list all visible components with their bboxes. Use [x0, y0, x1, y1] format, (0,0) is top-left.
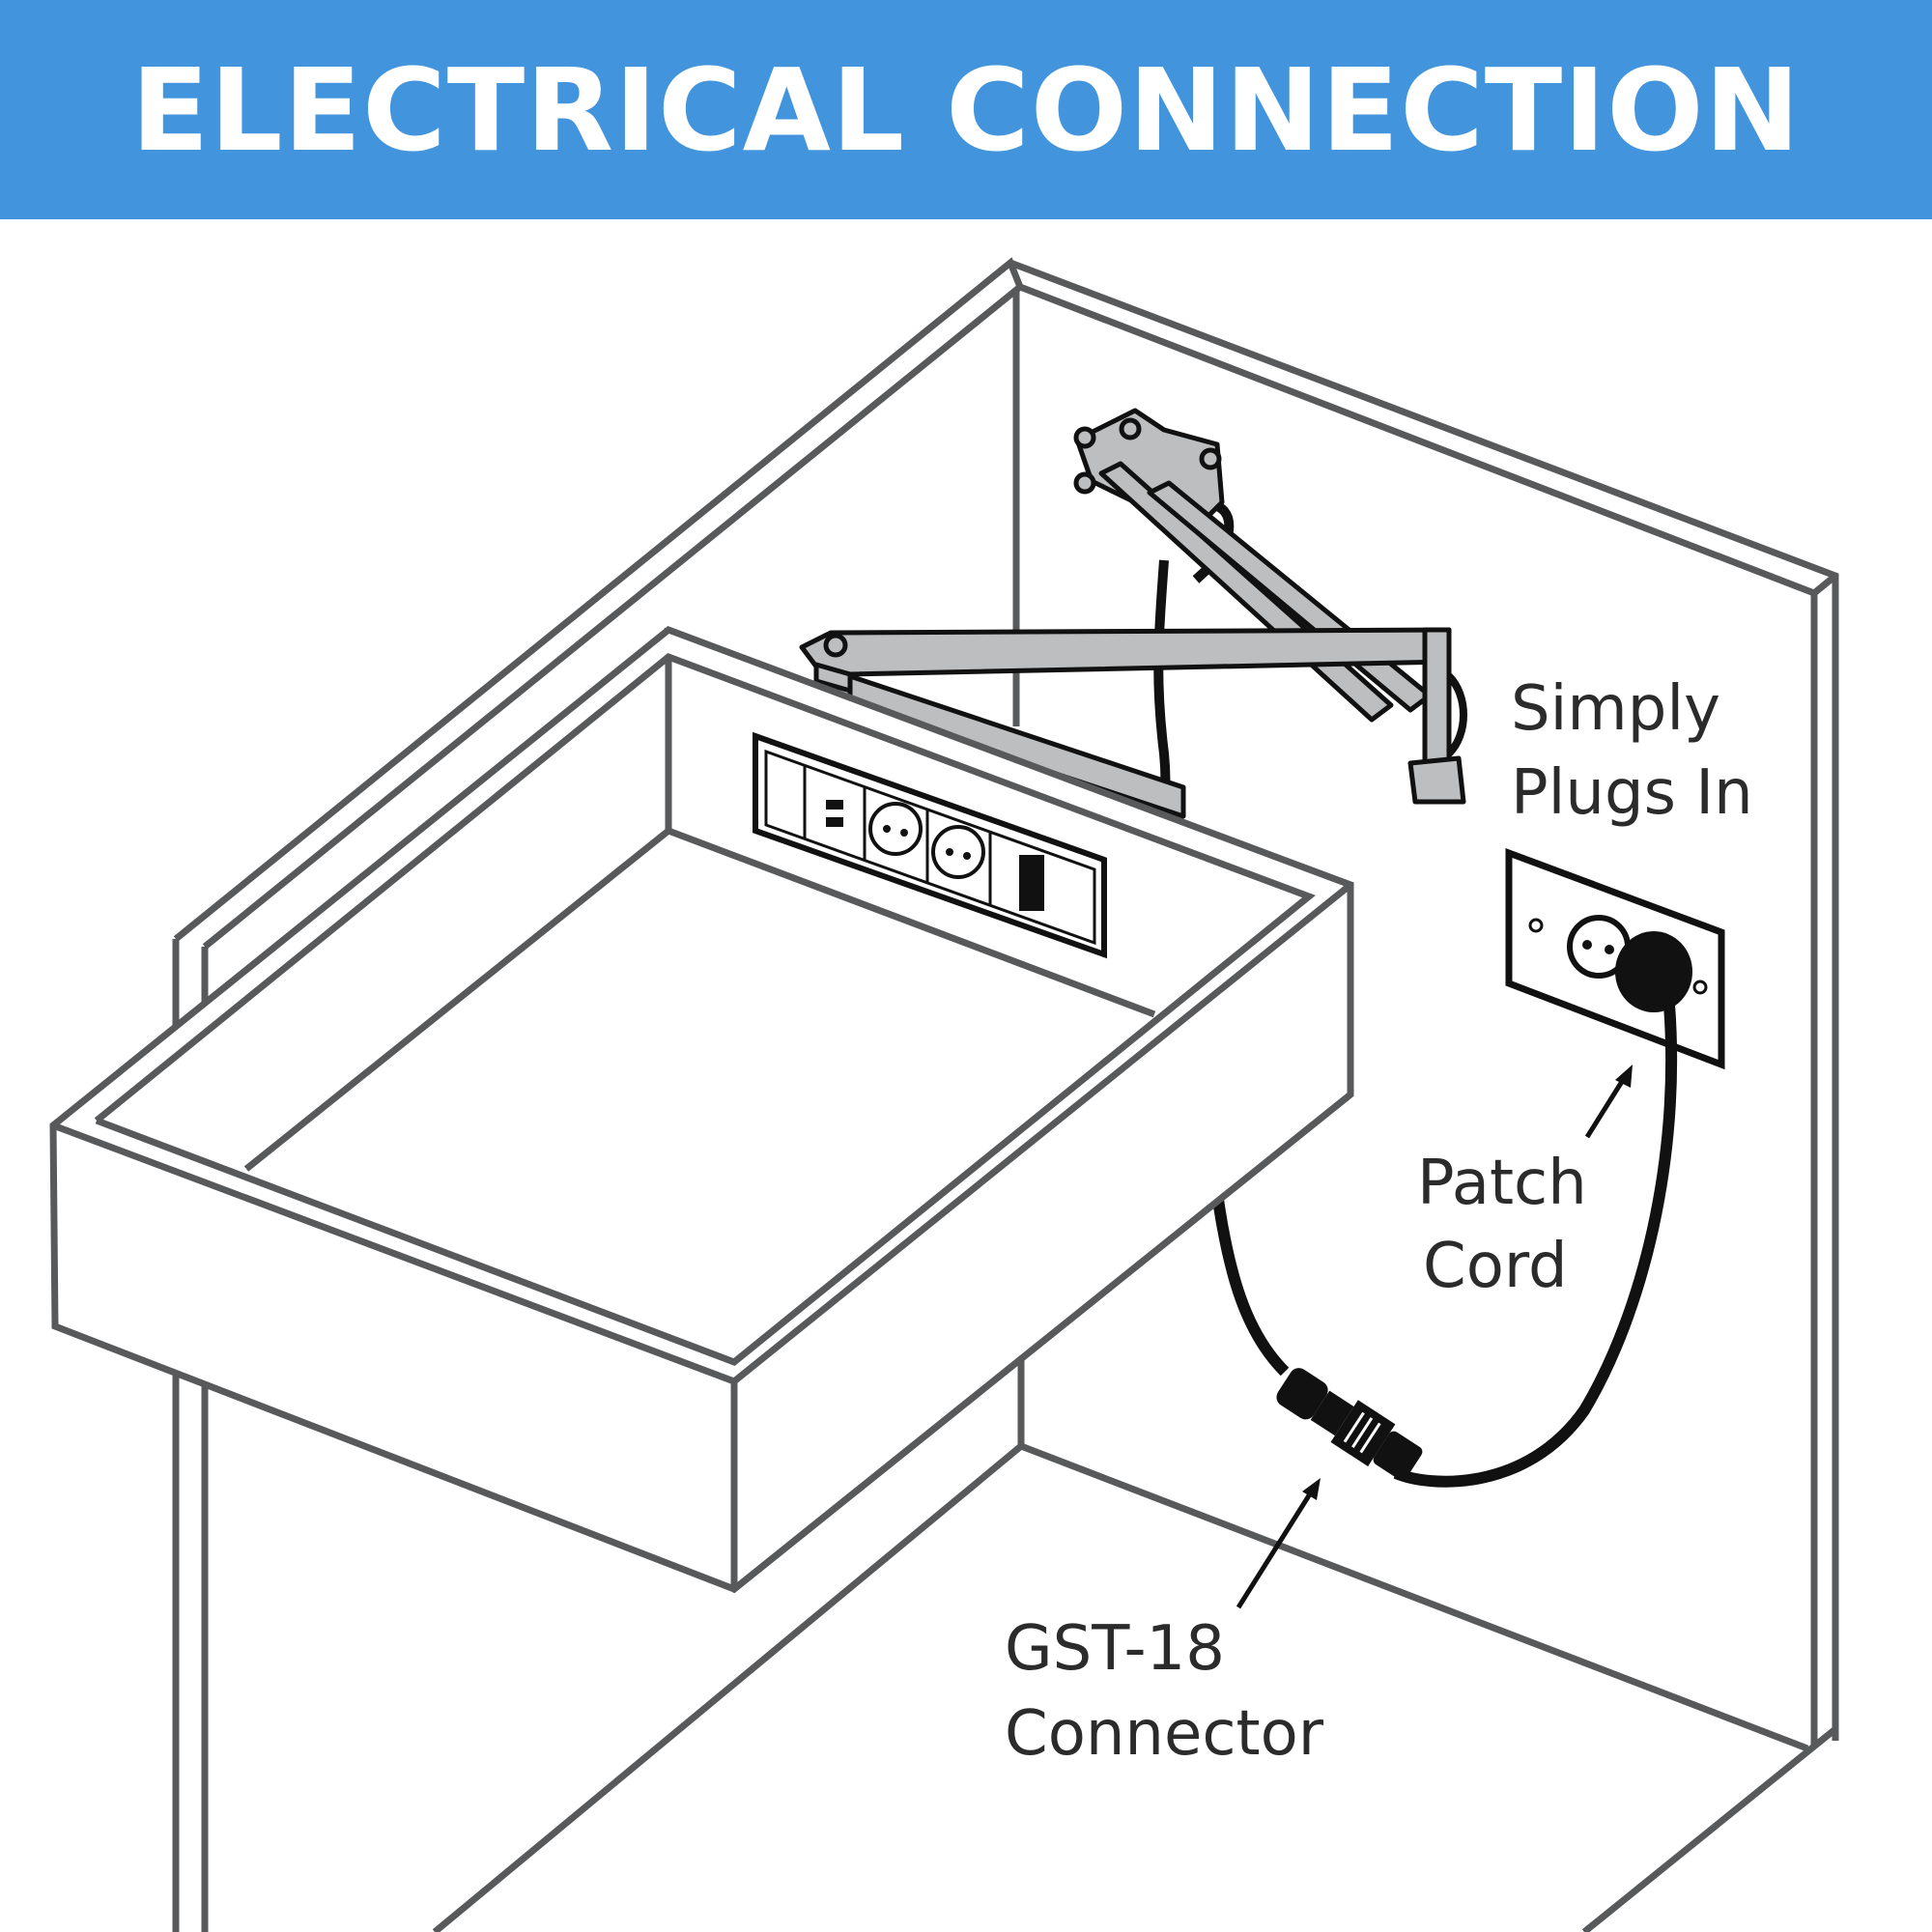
monitor-arm	[799, 408, 1467, 871]
wall-outlet	[1505, 847, 1725, 1070]
simply-plugs-in-label-line1: Simply	[1511, 673, 1720, 745]
page-title: ELECTRICAL CONNECTION	[130, 43, 1802, 177]
gst18-connector-icon	[1276, 1368, 1423, 1481]
connector-label-line1: GST-18	[1005, 1613, 1225, 1685]
desk-tray	[49, 626, 1354, 1594]
socket-icon	[868, 802, 923, 856]
patch-cord-arrow	[1584, 1065, 1633, 1139]
right-wall-panel	[432, 259, 1839, 1932]
header-banner: ELECTRICAL CONNECTION	[0, 0, 1932, 219]
usb-port-icon	[826, 800, 843, 810]
connector-label-line2: Connector	[1005, 1698, 1324, 1770]
switch-icon	[1019, 855, 1044, 911]
patch-cord-label-line1: Patch	[1417, 1148, 1587, 1219]
socket-icon	[931, 825, 985, 879]
connector-arrow	[1236, 1478, 1321, 1609]
plug-head-icon	[1615, 931, 1692, 1012]
patch-cord-label-line2: Cord	[1423, 1231, 1568, 1302]
patch-cord	[1393, 1004, 1678, 1488]
power-cord	[1211, 1192, 1290, 1377]
simply-plugs-in-label-line2: Plugs In	[1511, 757, 1753, 829]
power-strip	[753, 731, 1107, 959]
